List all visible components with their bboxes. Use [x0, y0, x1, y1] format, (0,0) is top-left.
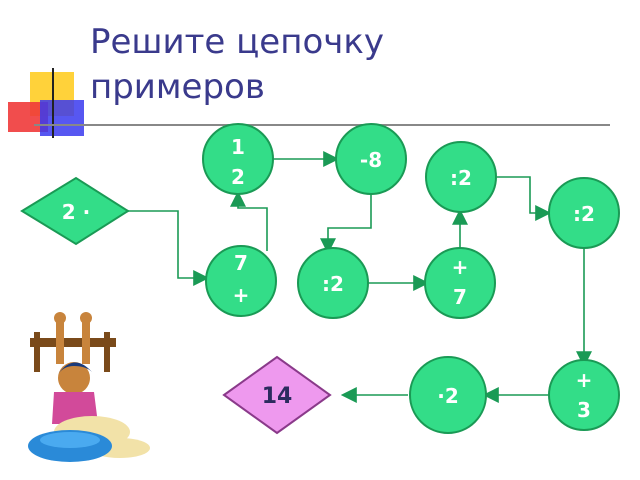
node-plus7-line1: +	[452, 255, 469, 279]
node-div2-c: :2	[297, 247, 369, 319]
node-12: 1 2	[202, 123, 274, 195]
node-div2-a-label: :2	[450, 166, 472, 190]
node-plus3-line1: +	[576, 368, 593, 392]
decor-blue-square	[40, 100, 84, 136]
node-7plus-line1: 7	[234, 251, 248, 275]
start-label: 2 ·	[62, 200, 90, 224]
title-line-1: Решите цепочку	[90, 22, 384, 62]
arrow-7plus-to-12	[230, 190, 268, 251]
node-times2-label: ·2	[437, 384, 459, 408]
node-div2-c-label: :2	[322, 272, 344, 296]
node-plus3: + 3	[548, 359, 620, 431]
answer-label: 14	[262, 384, 293, 409]
slide-title: Решите цепочку примеров	[90, 20, 384, 110]
arrow-div2a-to-div2b	[497, 176, 552, 221]
node-div2-b: :2	[548, 177, 620, 249]
node-plus7: + 7	[424, 247, 496, 319]
genie-illustration	[28, 312, 150, 462]
node-7plus: 7 +	[205, 245, 277, 317]
start-diamond: 2 ·	[20, 176, 130, 246]
title-line-2: примеров	[90, 67, 265, 107]
node-div2-b-label: :2	[573, 202, 595, 226]
node-div2-a: :2	[425, 141, 497, 213]
node-12-line2: 2	[231, 165, 245, 189]
node-minus8: -8	[335, 123, 407, 195]
node-times2: ·2	[409, 356, 487, 434]
node-plus7-line2: 7	[453, 285, 467, 309]
arrow-start-to-7plus	[126, 210, 210, 286]
decor-horizontal-line	[34, 124, 610, 126]
arrow-minus8-to-div2c	[320, 193, 372, 255]
node-7plus-line2: +	[233, 283, 250, 307]
answer-diamond: 14	[222, 355, 332, 435]
node-12-line1: 1	[231, 135, 245, 159]
node-plus3-line2: 3	[577, 398, 591, 422]
connectors	[126, 151, 592, 403]
node-minus8-label: -8	[360, 148, 382, 172]
decor-vertical-line	[52, 68, 54, 138]
